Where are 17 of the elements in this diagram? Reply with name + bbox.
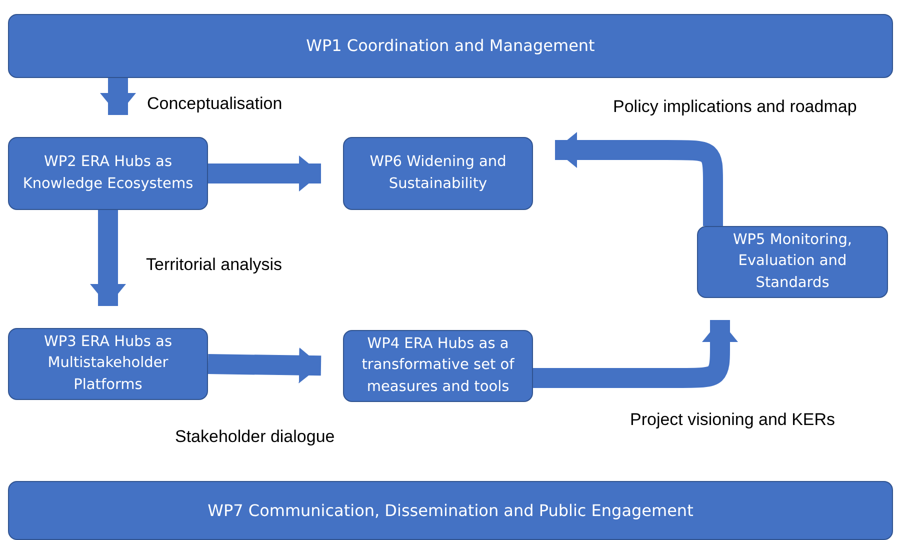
stage-label: Territorial analysis bbox=[146, 255, 282, 275]
process-box: WP3 ERA Hubs as Multistakeholder Platforms bbox=[8, 328, 208, 400]
block-arrow bbox=[208, 156, 321, 192]
stage-label: Policy implications and roadmap bbox=[613, 97, 857, 117]
block-arrow bbox=[90, 210, 126, 306]
stage-label: Project visioning and KERs bbox=[630, 410, 836, 430]
process-box: WP4 ERA Hubs as a transformative set of measures and tools bbox=[343, 330, 533, 402]
banner-box: WP1 Coordination and Management bbox=[8, 14, 893, 78]
stage-label: Conceptualisation bbox=[147, 94, 282, 114]
block-arrow bbox=[100, 78, 136, 115]
process-box: WP5 Monitoring, Evaluation and Standards bbox=[697, 226, 888, 298]
banner-box: WP7 Communication, Dissemination and Public Engagement bbox=[8, 481, 893, 540]
block-arrow bbox=[555, 132, 723, 228]
process-box: WP6 Widening and Sustainability bbox=[343, 137, 533, 210]
process-box: WP2 ERA Hubs as Knowledge Ecosystems bbox=[8, 137, 208, 210]
block-arrow bbox=[208, 347, 322, 384]
stage-label: Stakeholder dialogue bbox=[175, 427, 335, 447]
